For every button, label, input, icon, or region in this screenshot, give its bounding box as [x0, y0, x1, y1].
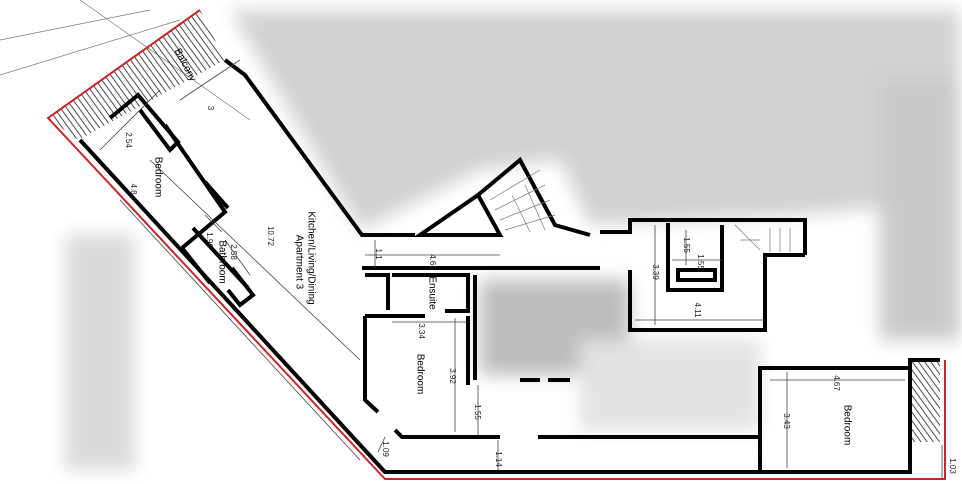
- dim-label: 1.96: [205, 232, 214, 248]
- dim-label: 3: [206, 106, 215, 111]
- room-label-bedroom-1: Bedroom: [152, 157, 163, 198]
- dim-label: 1.1: [374, 248, 383, 260]
- dim-label: 2.58: [229, 244, 238, 260]
- dimension-labels: 3 2.54 4.8 10.72 2.58 1.96 1.1 4.65 3.34…: [124, 106, 957, 475]
- room-label-bathroom: Bathroom: [216, 240, 227, 283]
- dimension-lines: [99, 59, 943, 478]
- dim-label: 10.72: [266, 226, 275, 247]
- dim-label: 3.34: [417, 323, 426, 339]
- dim-label: 3.92: [448, 368, 457, 384]
- balcony-hatch: [48, 10, 225, 140]
- walls: [78, 58, 940, 474]
- dim-label: 1.55: [682, 237, 691, 253]
- dim-label: 1.55: [696, 254, 705, 270]
- dim-label: 4.8: [129, 183, 138, 195]
- dim-label: 4.65: [428, 254, 437, 270]
- dim-label: 1.55: [473, 404, 482, 420]
- room-label-bedroom-2: Bedroom: [414, 354, 425, 395]
- dim-label: 4.67: [832, 375, 841, 391]
- dim-label: 1.09: [381, 441, 390, 457]
- room-label-ensuite: Ensuite: [426, 276, 437, 310]
- stairs: [489, 169, 940, 442]
- redacted-areas: [65, 10, 960, 470]
- unit-title: Apartment 3: [293, 235, 304, 290]
- room-label-bedroom-3: Bedroom: [841, 405, 852, 446]
- dim-label: 3.39: [651, 264, 660, 280]
- dim-label: 1.14: [494, 451, 503, 467]
- dim-label: 1.03: [948, 458, 957, 474]
- dim-label: 3.43: [782, 413, 791, 429]
- dim-label: 2.54: [124, 132, 133, 148]
- dim-label: 4.11: [693, 303, 702, 319]
- room-label-kitchen: Kitchen/Living/Dining: [305, 211, 316, 304]
- site-boundary: [46, 9, 946, 480]
